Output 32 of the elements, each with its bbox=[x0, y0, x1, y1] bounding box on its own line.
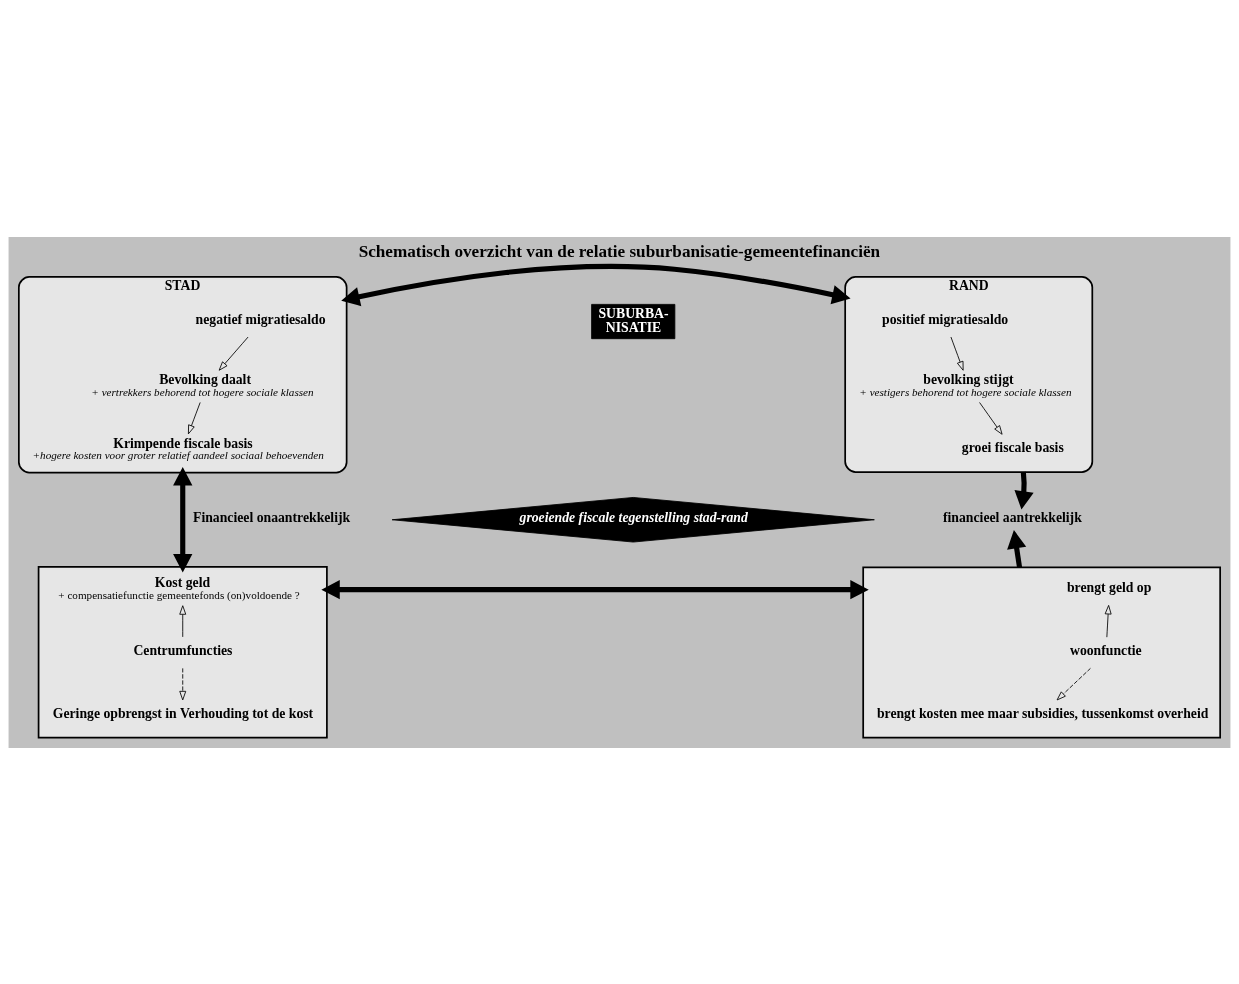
arrow bbox=[341, 263, 851, 306]
arrow bbox=[187, 401, 201, 434]
arrow bbox=[1104, 604, 1112, 638]
node-text: Krimpende fiscale basis +hogere kosten voor groter relatief aandeel sociaal behoevenden bbox=[32, 435, 324, 461]
arrow bbox=[979, 401, 1003, 435]
node-text: groei fiscale basis bbox=[961, 439, 1064, 455]
cluster bbox=[37, 565, 328, 739]
node-text: financieel aantrekkelijk bbox=[942, 509, 1082, 525]
arrow bbox=[321, 579, 869, 599]
arrow bbox=[1007, 529, 1027, 568]
arrow bbox=[218, 336, 249, 371]
node-text: woonfunctie bbox=[1069, 642, 1142, 658]
arrow bbox=[179, 604, 187, 637]
node-text: Centrumfuncties bbox=[133, 642, 233, 658]
cluster bbox=[862, 566, 1221, 739]
node-diamond: groeiende fiscale tegenstelling stad-rand bbox=[391, 496, 875, 542]
arrow bbox=[173, 466, 193, 572]
diagram-title: Schematisch overzicht van de relatie suburbanisatie-gemeentefinanciën bbox=[358, 241, 881, 261]
arrow bbox=[950, 336, 964, 371]
node-text: negatief migratiesaldo bbox=[195, 311, 326, 327]
node-text: brengt geld op bbox=[1066, 579, 1152, 595]
arrow bbox=[179, 667, 187, 700]
node-text: bevolking stijgt + vestigers behorend tot hogere sociale klassen bbox=[859, 371, 1072, 398]
arrow bbox=[1056, 667, 1091, 700]
node-text: Geringe opbrengst in Verhouding tot de kost bbox=[52, 705, 314, 721]
node-text: positief migratiesaldo bbox=[882, 311, 1009, 327]
node-text: Bevolking daalt + vertrekkers behorend tot hogere sociale klassen bbox=[91, 371, 314, 398]
node-text: Kost geld + compensatiefunctie gemeentefonds (on)voldoende ? bbox=[58, 574, 300, 601]
arrow bbox=[1014, 471, 1034, 510]
edge-label: Financieel onaantrekkelijk bbox=[193, 509, 351, 525]
node-box: SUBURBA- NISATIE bbox=[591, 303, 676, 339]
node-text: brengt kosten mee maar subsidies, tussenkomst overheid bbox=[876, 705, 1209, 721]
